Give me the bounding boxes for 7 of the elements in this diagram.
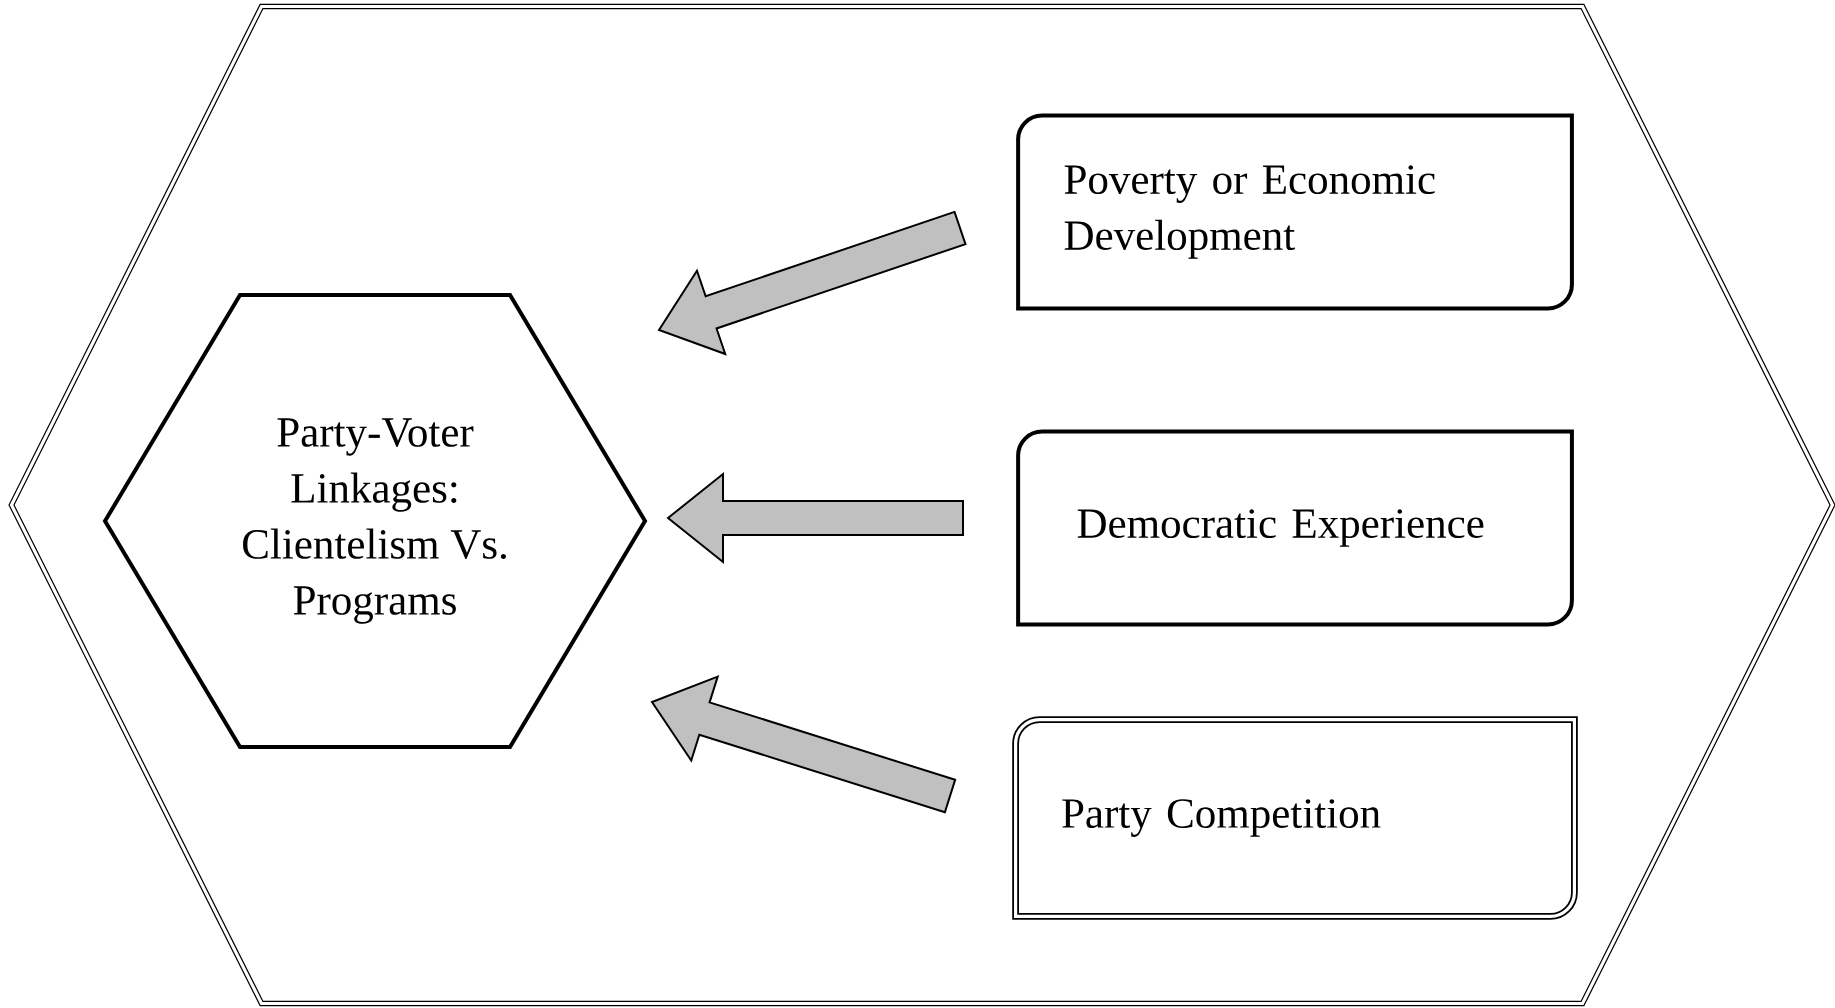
- rounded-box: Poverty or Economic Development: [1016, 113, 1574, 311]
- rounded-box: Party Competition: [1012, 716, 1578, 920]
- outer-hexagon: [8, 3, 1835, 1007]
- rounded-box: Democratic Experience: [1016, 429, 1574, 627]
- block-arrow: [650, 674, 957, 814]
- block-arrow: [657, 210, 967, 356]
- block-arrow: [666, 471, 964, 565]
